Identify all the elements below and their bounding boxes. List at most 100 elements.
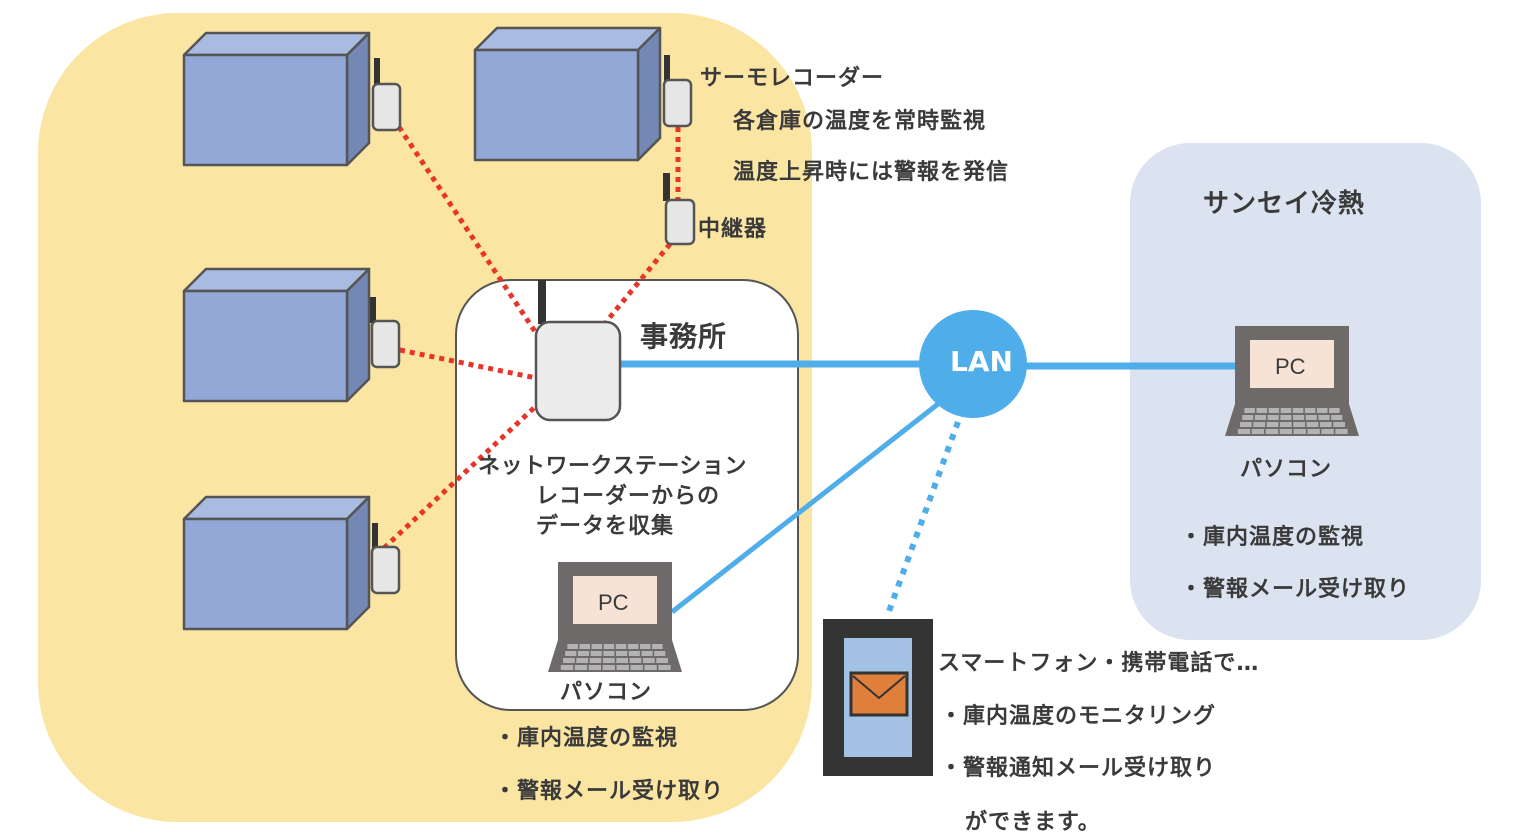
keyboard-key xyxy=(1267,415,1279,420)
warehouse-4 xyxy=(182,495,371,631)
mobile-outro: ができます。 xyxy=(965,810,1101,835)
wireless-link-wh4 xyxy=(382,404,538,550)
recorder-desc-line-1: 各倉庫の温度を常時監視 xyxy=(733,109,987,134)
keyboard-key xyxy=(627,644,639,649)
repeater-device xyxy=(663,173,696,246)
lan-line-office-pc xyxy=(670,402,940,614)
keyboard-key xyxy=(1244,408,1255,413)
keyboard-key xyxy=(1335,429,1348,434)
keyboard-key xyxy=(565,651,577,656)
keyboard-key xyxy=(1293,422,1306,427)
network-station-label: ネットワークステーション xyxy=(478,454,747,479)
keyboard-key xyxy=(1279,429,1292,434)
keyboard-key xyxy=(589,658,602,663)
office-pc-icon xyxy=(548,562,682,672)
keyboard-key xyxy=(1304,408,1316,413)
keyboard-key xyxy=(1280,415,1292,420)
repeater-label: 中継器 xyxy=(698,217,768,242)
keyboard-key xyxy=(1333,422,1345,427)
thermo-recorder-1 xyxy=(371,58,402,132)
keyboard-key xyxy=(574,665,588,670)
keyboard-key xyxy=(1242,415,1254,420)
keyboard-key xyxy=(1329,408,1340,413)
keyboard-key xyxy=(1237,429,1251,434)
lan-label: LAN xyxy=(950,345,1013,378)
office-feature-1: ・庫内温度の監視 xyxy=(494,726,679,751)
keyboard-key xyxy=(1265,429,1279,434)
mobile-feature-1: ・庫内温度のモニタリング xyxy=(940,704,1217,729)
keyboard-key xyxy=(1306,422,1319,427)
mobile-feature-2: ・警報通知メール受け取り xyxy=(940,756,1217,781)
keyboard-key xyxy=(602,658,615,663)
warehouse-2 xyxy=(473,26,662,162)
keyboard-key xyxy=(1293,415,1305,420)
wireless-link-wh1 xyxy=(396,125,541,338)
keyboard-key xyxy=(590,651,602,656)
keyboard-key xyxy=(1319,422,1332,427)
office-pc-screen-text: PC xyxy=(598,590,629,615)
warehouse-1 xyxy=(182,31,371,167)
network-station-desc-line-1: レコーダーからの xyxy=(536,484,721,509)
keyboard-key xyxy=(641,651,653,656)
thermo-recorder-4 xyxy=(370,523,401,595)
keyboard-key xyxy=(560,665,574,670)
keyboard-key xyxy=(1307,429,1320,434)
keyboard-key xyxy=(628,651,640,656)
keyboard-key xyxy=(616,665,629,670)
wireless-link-repeater-station xyxy=(604,242,672,324)
lan-line-mobile xyxy=(885,420,961,616)
company-feature-1: ・庫内温度の監視 xyxy=(1180,525,1365,550)
keyboard-key xyxy=(1240,422,1252,427)
keyboard-key xyxy=(1279,422,1292,427)
keyboard-key xyxy=(603,651,615,656)
office-pc-label: パソコン xyxy=(560,680,653,705)
keyboard-key xyxy=(1318,415,1330,420)
keyboard-key xyxy=(567,644,578,649)
keyboard-key xyxy=(563,658,575,663)
company-pc-screen-text: PC xyxy=(1275,354,1306,379)
network-station-device xyxy=(534,280,622,422)
keyboard-key xyxy=(656,658,668,663)
mail-icon xyxy=(849,671,909,717)
keyboard-key xyxy=(602,665,615,670)
keyboard-key xyxy=(1266,422,1279,427)
keyboard-key xyxy=(640,644,651,649)
keyboard-key xyxy=(1321,429,1334,434)
company-pc-label: パソコン xyxy=(1240,457,1333,482)
keyboard-key xyxy=(658,665,671,670)
keyboard-key xyxy=(1253,422,1266,427)
keyboard-key xyxy=(616,651,628,656)
keyboard-key xyxy=(1268,408,1280,413)
keyboard-key xyxy=(616,658,629,663)
keyboard-key xyxy=(1317,408,1328,413)
keyboard-key xyxy=(642,658,655,663)
keyboard-key xyxy=(1292,408,1304,413)
keyboard-key xyxy=(644,665,657,670)
keyboard-key xyxy=(629,658,642,663)
thermo-recorder-2 xyxy=(662,55,693,128)
network-station-desc-line-2: データを収集 xyxy=(536,514,675,539)
company-feature-2: ・警報メール受け取り xyxy=(1180,577,1411,602)
keyboard-key xyxy=(579,644,590,649)
smartphone-icon xyxy=(823,619,933,776)
keyboard-key xyxy=(1280,408,1292,413)
keyboard-key xyxy=(615,644,627,649)
company-pc-icon xyxy=(1225,326,1359,436)
lan-hub xyxy=(919,310,1027,418)
thermo-recorder-3 xyxy=(370,297,401,369)
recorder-title: サーモレコーダー xyxy=(700,66,885,91)
keyboard-key xyxy=(1305,415,1317,420)
keyboard-key xyxy=(652,644,663,649)
keyboard-key xyxy=(1293,429,1306,434)
company-title: サンセイ冷熱 xyxy=(1203,189,1366,219)
office-feature-2: ・警報メール受け取り xyxy=(494,779,725,804)
mobile-intro: スマートフォン・携帯電話で… xyxy=(938,651,1260,676)
keyboard-key xyxy=(1256,408,1267,413)
keyboard-key xyxy=(576,658,589,663)
keyboard-key xyxy=(654,651,666,656)
keyboard-key xyxy=(577,651,590,656)
keyboard-key xyxy=(1254,415,1267,420)
keyboard-key xyxy=(1331,415,1343,420)
recorder-desc-line-2: 温度上昇時には警報を発信 xyxy=(733,160,1010,185)
